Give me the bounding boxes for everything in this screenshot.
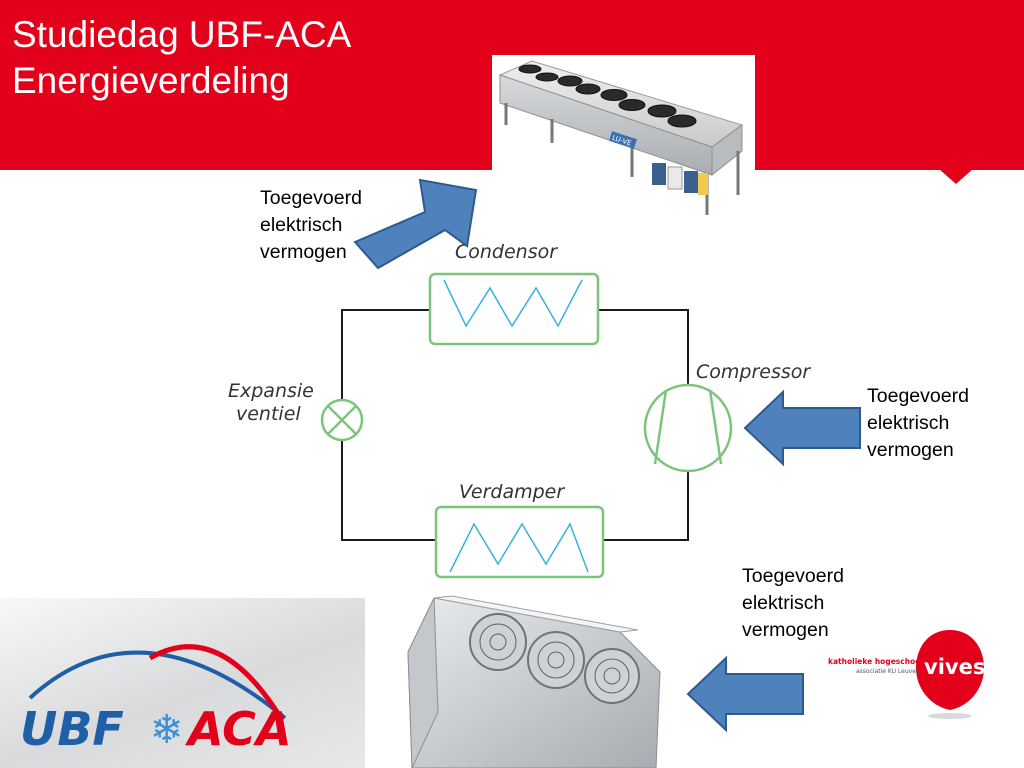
ubf-aca-logo-text-right: ACA — [185, 702, 292, 756]
annotation-top-left: Toegevoerd elektrisch vermogen — [260, 185, 362, 266]
vives-tagline-line2: associatie KU Leuven — [856, 668, 920, 675]
ubf-aca-logo-panel: UBF ❄ ACA — [0, 598, 365, 768]
verdamper-component — [436, 507, 603, 577]
power-input-arrow-verdamper — [688, 658, 803, 730]
snowflake-icon: ❄ — [150, 707, 184, 753]
annotation-right: Toegevoerd elektrisch vermogen — [867, 383, 969, 464]
condensor-component — [430, 274, 598, 344]
expansion-valve-component — [322, 400, 362, 440]
vives-logo: vives katholieke hogeschool associatie K… — [826, 626, 996, 722]
vives-logo-text: vives — [924, 655, 985, 679]
expansion-valve-label-line2: ventiel — [236, 403, 301, 425]
annotation-right-line2: elektrisch — [867, 410, 969, 437]
annotation-bottom-line1: Toegevoerd — [742, 563, 844, 590]
annotation-top-left-line1: Toegevoerd — [260, 185, 362, 212]
annotation-right-line1: Toegevoerd — [867, 383, 969, 410]
annotation-right-line3: vermogen — [867, 437, 969, 464]
verdamper-label: Verdamper — [459, 481, 565, 503]
vives-tagline-line1: katholieke hogeschool — [828, 657, 923, 666]
expansion-valve-label-line1: Expansie — [228, 380, 314, 402]
ubf-aca-logo-text-left: UBF — [20, 702, 124, 756]
evaporator-unit-photo — [398, 592, 662, 768]
annotation-top-left-line2: elektrisch — [260, 212, 362, 239]
compressor-component — [645, 385, 731, 471]
annotation-top-left-line3: vermogen — [260, 239, 362, 266]
compressor-label: Compressor — [696, 361, 811, 383]
power-input-arrow-compressor — [745, 392, 860, 464]
condensor-label: Condensor — [455, 241, 558, 263]
annotation-bottom-line2: elektrisch — [742, 590, 844, 617]
